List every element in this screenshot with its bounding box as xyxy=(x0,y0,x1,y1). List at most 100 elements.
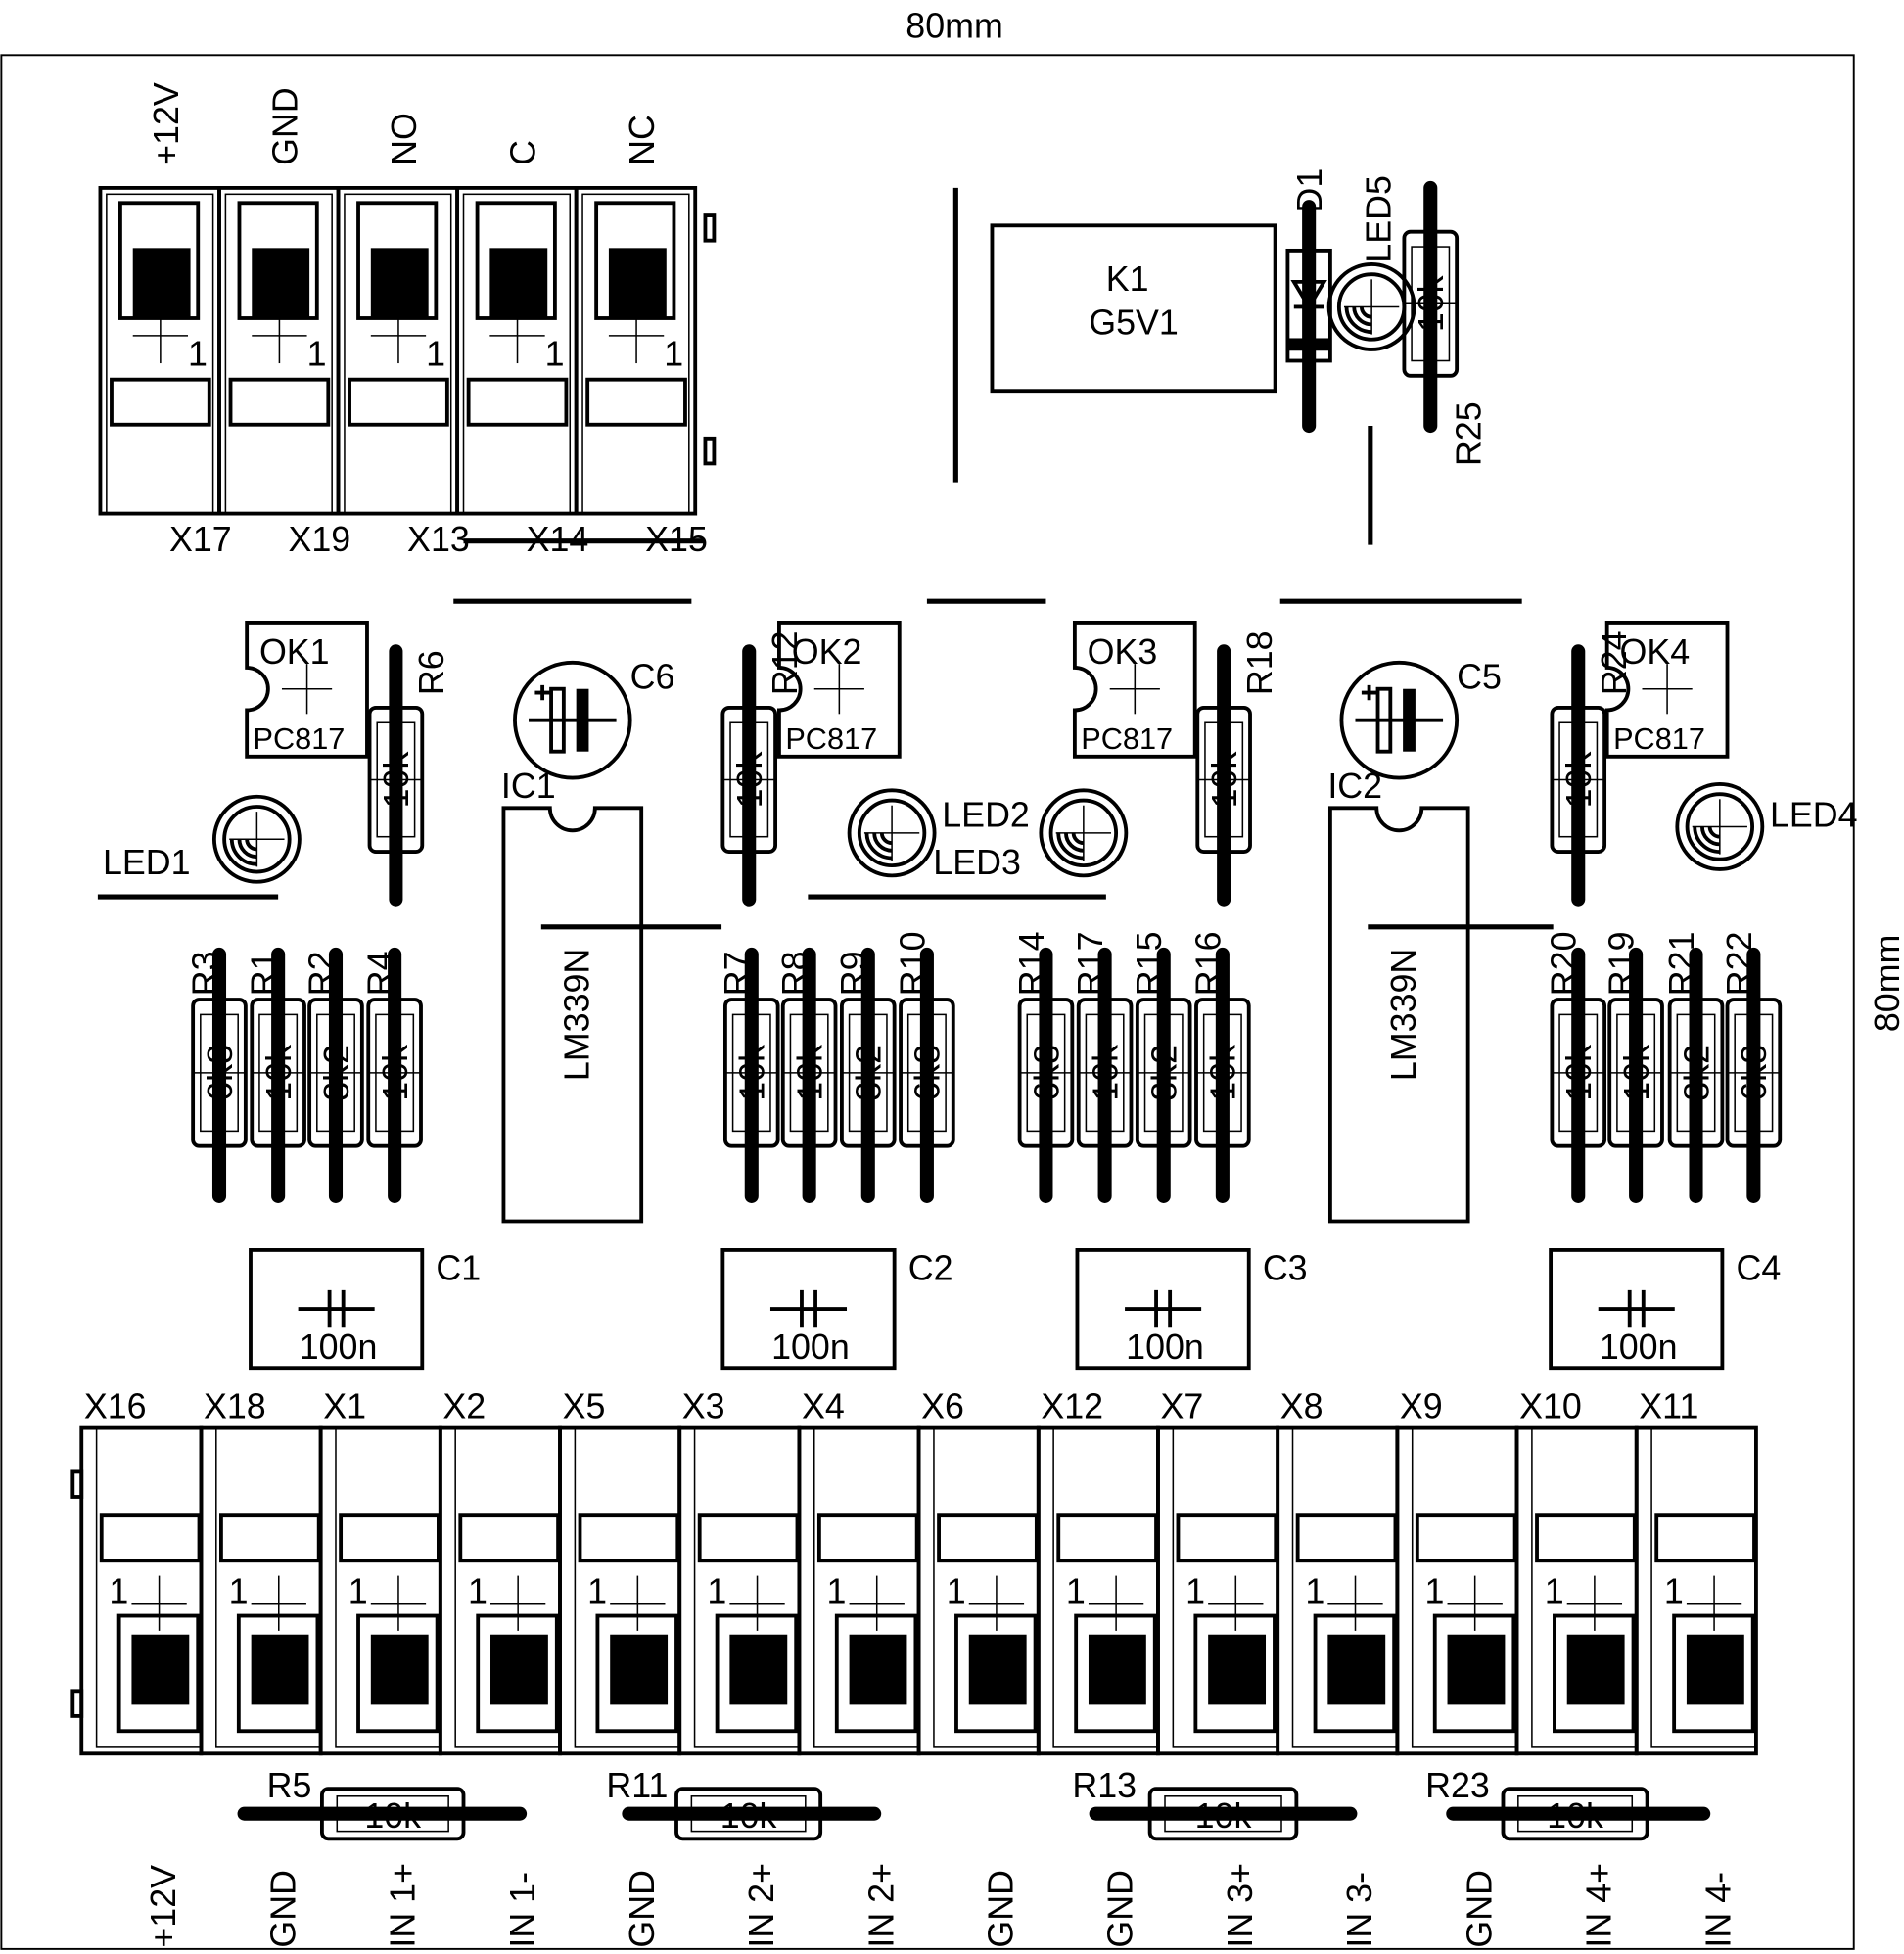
resistor-value: 10k xyxy=(1547,1796,1603,1836)
led-arc xyxy=(1693,826,1720,854)
terminal-screw-window xyxy=(834,1613,918,1734)
terminal-ref: X6 xyxy=(921,1386,964,1425)
led-lens xyxy=(857,798,927,868)
resistor-ref: R23 xyxy=(1425,1766,1490,1805)
terminal-screw xyxy=(490,1634,548,1705)
resistor-body xyxy=(1725,998,1783,1148)
resistor-body xyxy=(366,998,423,1148)
terminal-signal: IN 4+ xyxy=(1580,1863,1619,1948)
pin-number: 1 xyxy=(426,335,445,374)
terminal-signal: NC xyxy=(623,115,662,165)
terminal-screw xyxy=(849,1634,907,1705)
wire-entry xyxy=(1415,1513,1517,1563)
resistor-body xyxy=(1195,705,1252,854)
terminal-ref: X18 xyxy=(204,1386,266,1425)
pin-number: 1 xyxy=(188,335,208,374)
led-LED5: LED5 xyxy=(1326,175,1416,351)
terminal-screw xyxy=(370,248,429,318)
terminal-screw xyxy=(1447,1634,1506,1705)
resistor-ref: R24 xyxy=(1595,630,1634,695)
led-ref: LED4 xyxy=(1770,795,1858,834)
resistor-body xyxy=(1135,998,1192,1148)
capacitor-symbol xyxy=(1125,1289,1202,1328)
resistor-ref: R11 xyxy=(606,1766,668,1805)
capacitor-value: 100n xyxy=(300,1327,378,1367)
terminal-screw-window xyxy=(954,1613,1038,1734)
led-arc xyxy=(1071,832,1085,846)
ic-value: LM339N xyxy=(557,949,596,1081)
resistor-value: 6k8 xyxy=(1027,1045,1066,1101)
resistor-value: 10k xyxy=(1617,1045,1656,1101)
terminal-signal: GND xyxy=(263,1870,302,1948)
relay-value: G5V1 xyxy=(1089,303,1179,343)
resistor-body xyxy=(899,998,955,1148)
capacitor-body xyxy=(720,1248,897,1371)
resistor-body xyxy=(191,998,248,1148)
led-outline xyxy=(1675,782,1765,871)
board-outline xyxy=(0,54,1855,1950)
board-width-label: 80mm xyxy=(906,6,1002,45)
resistor-ref: R20 xyxy=(1545,931,1584,996)
resistor-R21: 8k2 R21 xyxy=(1662,931,1725,1203)
diode-symbol xyxy=(1290,279,1327,311)
resistor-ref: R25 xyxy=(1449,401,1488,466)
wire-entry xyxy=(348,377,449,427)
led-ref: LED2 xyxy=(942,795,1030,834)
terminal-signal: +12V xyxy=(147,82,186,165)
terminal-screw xyxy=(131,1634,190,1705)
resistor-value: 6k8 xyxy=(1735,1045,1774,1101)
led-arc xyxy=(245,839,257,852)
resistor-value: 10k xyxy=(730,752,769,809)
resistor-value: 6k8 xyxy=(201,1045,240,1101)
led-arc xyxy=(229,839,257,866)
resistor-ref: R19 xyxy=(1602,931,1642,996)
terminal-ref: X13 xyxy=(407,520,470,559)
wire-entry xyxy=(697,1513,800,1563)
resistor-value: 8k2 xyxy=(1677,1045,1716,1101)
capacitor-C6: C6 xyxy=(513,658,674,780)
resistor-ref: R3 xyxy=(185,951,224,996)
resistor-R3: 6k8 R3 xyxy=(185,947,248,1203)
pin-number: 1 xyxy=(468,1572,488,1611)
pin-number: 1 xyxy=(707,1572,726,1611)
terminal-latch xyxy=(70,1469,84,1499)
terminal-ref: X1 xyxy=(323,1386,366,1425)
resistor-body xyxy=(1550,705,1607,854)
resistor-ref: R14 xyxy=(1012,931,1051,996)
resistor-body xyxy=(1550,998,1607,1148)
optocoupler-body xyxy=(245,620,369,759)
resistor-value: 8k2 xyxy=(317,1045,356,1101)
terminal-signal: NO xyxy=(385,113,424,165)
optocoupler-value: PC817 xyxy=(1613,721,1705,756)
capacitor-outline xyxy=(513,660,632,780)
terminal-ref: X4 xyxy=(802,1386,845,1425)
resistor-value: 10k xyxy=(1086,1045,1125,1101)
pin-number: 1 xyxy=(1185,1572,1205,1611)
board-height-label: 80mm xyxy=(1868,935,1904,1033)
terminal-inner xyxy=(1650,1426,1757,1748)
resistor-ref: R21 xyxy=(1662,931,1701,996)
optocoupler-body xyxy=(1604,620,1730,759)
terminal-screw-window xyxy=(1313,1613,1397,1734)
terminal-signal: IN 1- xyxy=(503,1872,542,1948)
pin-number: 1 xyxy=(109,1572,128,1611)
resistor-ref: R10 xyxy=(893,931,932,996)
terminal-screw xyxy=(132,248,191,318)
optocoupler-ref: OK1 xyxy=(259,632,330,672)
